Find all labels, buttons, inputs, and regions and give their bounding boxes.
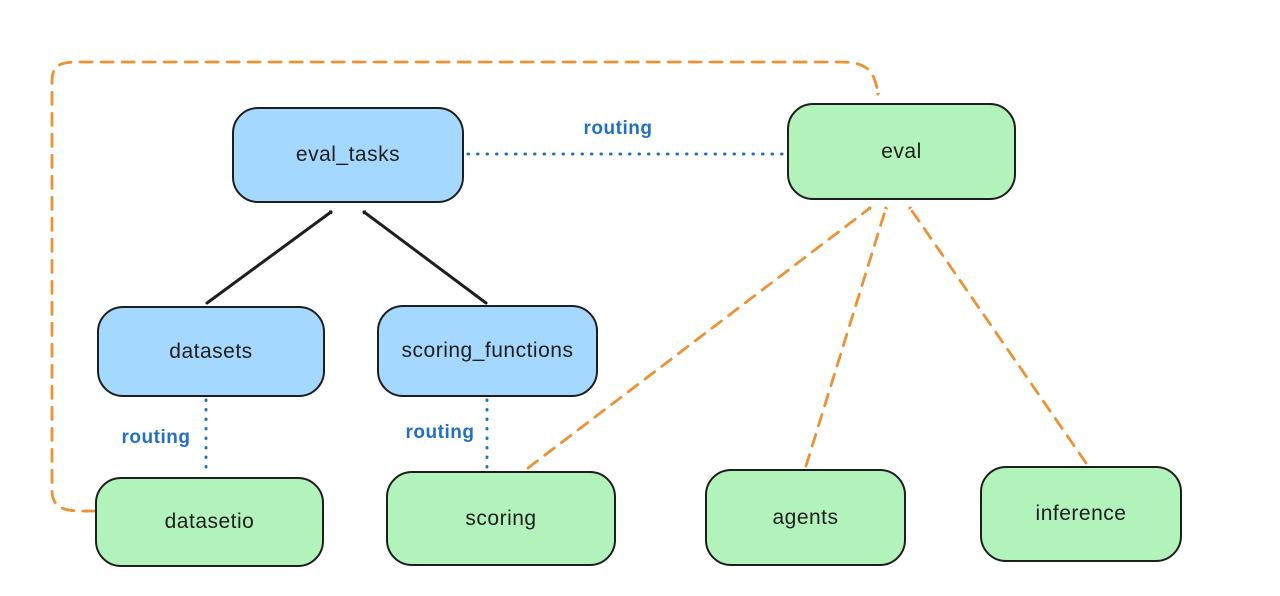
node-scoring: scoring bbox=[386, 471, 616, 566]
edge-inference-to-eval bbox=[910, 206, 1088, 465]
node-datasets-label: datasets bbox=[169, 339, 253, 363]
node-datasetio: datasetio bbox=[95, 477, 324, 567]
routing-label-datasets-datasetio: routing bbox=[121, 427, 191, 448]
node-inference-label: inference bbox=[1035, 502, 1127, 525]
node-inference: inference bbox=[980, 466, 1182, 562]
node-eval: eval bbox=[787, 103, 1016, 200]
edge-agents-to-eval bbox=[804, 206, 886, 468]
node-scoring-label: scoring bbox=[465, 506, 537, 530]
node-agents: agents bbox=[705, 469, 906, 566]
node-datasets: datasets bbox=[97, 306, 325, 397]
node-datasetio-label: datasetio bbox=[164, 510, 255, 533]
node-eval-tasks: eval_tasks bbox=[232, 107, 464, 203]
node-eval-label: eval bbox=[881, 139, 922, 163]
routing-label-eval-tasks-eval: routing bbox=[583, 118, 653, 139]
node-eval-tasks-label: eval_tasks bbox=[295, 143, 401, 166]
edge-datasetio-to-eval bbox=[50, 60, 878, 513]
node-agents-label: agents bbox=[772, 505, 839, 529]
routing-label-scoring-functions-scoring: routing bbox=[405, 422, 475, 443]
edge-scoring-to-eval bbox=[526, 208, 872, 470]
node-scoring-functions: scoring_functions bbox=[377, 305, 598, 397]
edge-datasets-to-eval-tasks bbox=[205, 212, 333, 305]
edge-scoring-functions-to-eval-tasks bbox=[362, 212, 488, 305]
node-scoring-functions-label: scoring_functions bbox=[401, 339, 574, 362]
